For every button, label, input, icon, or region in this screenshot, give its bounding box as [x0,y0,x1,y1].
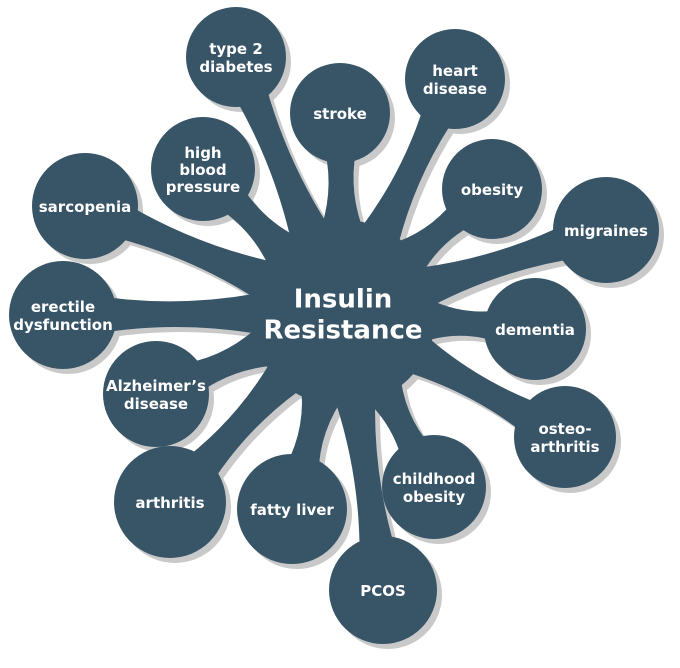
label-arthritis: arthritis [135,494,204,512]
label-heart-disease: heart [432,62,478,80]
label-osteo-arthritis: osteo- [538,420,591,438]
label-alzheimers-disease: Alzheimer’s [106,377,206,395]
node-type-2-diabetes [186,7,286,107]
label-heart-disease: disease [423,80,487,98]
label-childhood-obesity: obesity [403,488,465,506]
node-osteo-arthritis [514,386,616,488]
node-obesity [442,139,542,239]
label-erectile-dysfunction: dysfunction [13,316,113,334]
label-type-2-diabetes: type 2 [209,40,263,58]
center-node [250,220,436,406]
node-fatty-liver [237,454,347,564]
node-arthritis [114,446,226,558]
stem-osteo-arthritis [409,338,550,440]
node-erectile-dysfunction [9,261,117,369]
label-high-blood-pressure: high [184,144,221,162]
node-high-blood-pressure [151,117,255,221]
stem-heart-disease [362,96,460,244]
stem-migraines [419,220,584,306]
label-erectile-dysfunction: erectile [31,298,95,316]
label-obesity: obesity [461,181,523,199]
stem-sarcopenia [104,199,271,299]
node-pcos [329,536,437,644]
label-sarcopenia: sarcopenia [39,198,132,216]
stem-erectile-dysfunction [92,293,257,335]
stem-type-2-diabetes [230,75,328,241]
label-alzheimers-disease: disease [124,395,188,413]
node-migraines [553,177,659,283]
diagram-shapes [9,7,659,644]
label-osteo-arthritis: arthritis [530,438,599,456]
label-dementia: dementia [495,321,575,339]
label-high-blood-pressure: blood [179,161,226,179]
label-fatty-liver: fatty liver [250,501,334,519]
node-heart-disease [405,29,505,129]
label-childhood-obesity: childhood [393,470,476,488]
node-dementia [484,278,586,380]
label-stroke: stroke [313,105,367,123]
label-type-2-diabetes: diabetes [199,58,272,76]
node-alzheimers-disease [103,341,209,447]
label-high-blood-pressure: pressure [166,178,240,196]
node-childhood-obesity [382,435,486,539]
stem-pcos [335,396,398,564]
node-stroke [290,63,390,163]
label-pcos: PCOS [360,582,406,600]
node-sarcopenia [32,153,138,259]
center-label: Resistance [263,316,422,346]
label-migraines: migraines [564,222,648,240]
center-label: Insulin [294,285,393,315]
